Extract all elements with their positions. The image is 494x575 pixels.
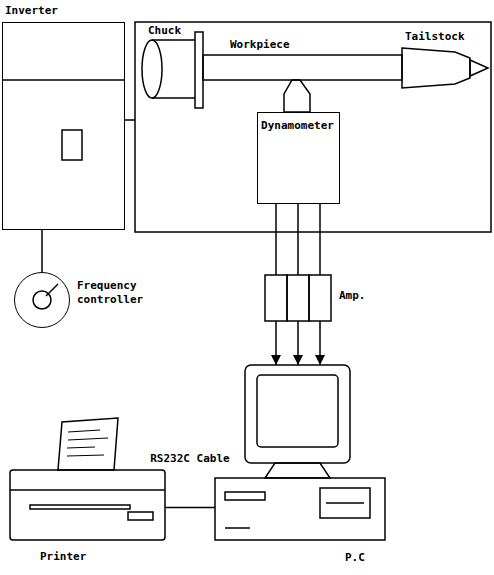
inverter-box: Inverter <box>2 22 125 230</box>
connector-line <box>275 321 277 365</box>
node-label: Dynamometer <box>261 119 334 133</box>
dynamometer-box: Dynamometer <box>257 112 340 204</box>
printer: Printer <box>10 470 165 545</box>
node-label: Amp. <box>339 289 366 303</box>
workpiece <box>203 55 402 80</box>
edge-label: RS232C Cable <box>148 452 231 466</box>
pc-slot <box>225 492 265 500</box>
chuck-face <box>152 40 162 98</box>
chuck-flange <box>195 32 203 108</box>
connector-line <box>165 507 215 509</box>
connector-line <box>297 204 299 275</box>
amp-channel <box>265 275 287 321</box>
power-wire <box>125 119 135 121</box>
printer-paper <box>58 418 118 470</box>
tailstock-center <box>470 60 488 76</box>
personal-computer: P.C <box>215 365 385 545</box>
connector-line <box>319 321 321 365</box>
drive-slot <box>326 502 364 504</box>
signal-connector <box>276 204 320 275</box>
monitor-screen <box>257 375 338 447</box>
monitor-stand <box>265 463 330 478</box>
node-label: Printer <box>40 550 86 564</box>
tailstock <box>402 48 470 88</box>
printer-body <box>10 470 165 540</box>
node-label: Inverter <box>5 4 58 18</box>
part-name: Tailstock <box>405 30 465 44</box>
printer-buttons <box>128 512 153 520</box>
pc-unit <box>215 478 385 540</box>
connector-line <box>41 230 43 272</box>
paper-print <box>67 430 108 456</box>
controller-pointer <box>46 284 58 296</box>
inverter-display <box>62 130 82 160</box>
frequency-dial: Frequency controller <box>14 272 70 328</box>
chuck-body <box>142 40 195 98</box>
disk-drive <box>320 488 370 518</box>
signal-connector <box>276 321 320 365</box>
cutting-tool <box>284 80 310 112</box>
connector-line <box>319 204 321 275</box>
connector-line <box>297 321 299 365</box>
printer-slot <box>30 505 130 509</box>
amplifier: Amp. <box>265 275 331 321</box>
amp-channel <box>287 275 309 321</box>
monitor <box>245 365 350 463</box>
lathe-enclosure <box>135 22 491 232</box>
pc-mark <box>225 527 250 529</box>
part-name: Chuck <box>148 24 181 38</box>
node-label: P.C <box>345 551 365 565</box>
signal-connector <box>42 230 43 272</box>
part-name: Workpiece <box>230 38 290 52</box>
amp-channel <box>309 275 331 321</box>
inverter-panel-line <box>2 79 125 81</box>
connector-line <box>275 204 277 275</box>
signal-connector <box>165 507 215 508</box>
printer-top-line <box>10 489 165 491</box>
node-label: Frequency controller <box>77 279 157 307</box>
